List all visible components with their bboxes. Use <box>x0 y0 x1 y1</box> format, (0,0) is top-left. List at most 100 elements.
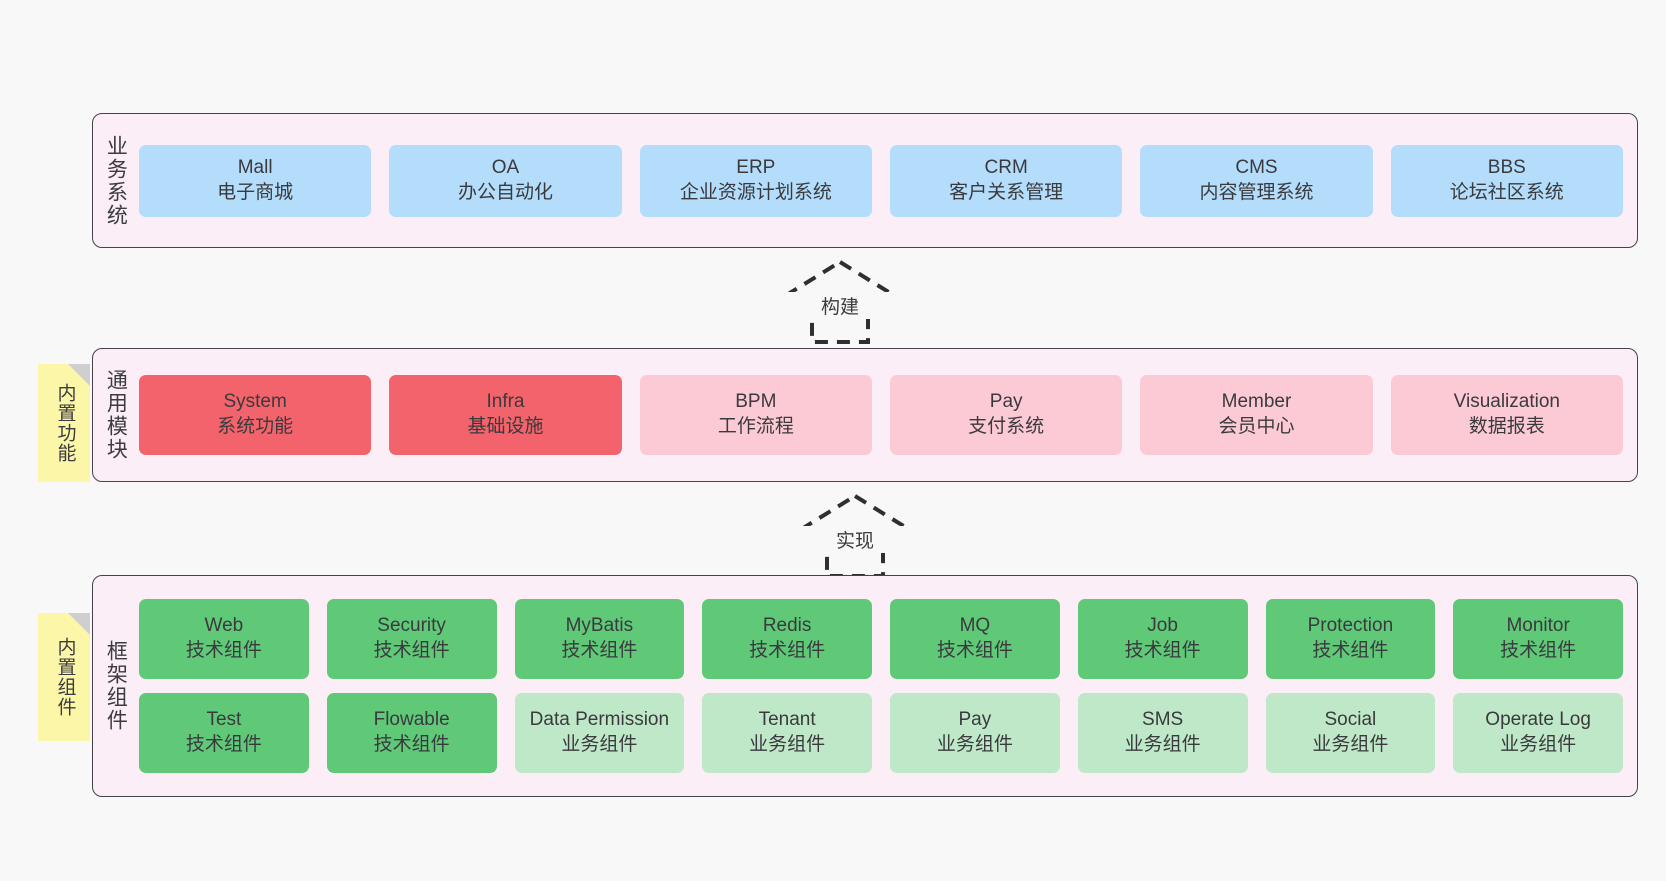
card-title: Flowable <box>373 709 450 731</box>
card-title: Member <box>1221 391 1292 413</box>
card-title: SMS <box>1142 709 1184 731</box>
card-oa[interactable]: OA 办公自动化 <box>389 144 622 217</box>
card-title: Security <box>377 615 446 637</box>
card-title: Visualization <box>1453 391 1560 413</box>
arrow-build-label: 构建 <box>760 292 920 319</box>
card-title: MyBatis <box>565 615 634 637</box>
card-title: CRM <box>984 156 1028 178</box>
card-title: OA <box>491 156 520 178</box>
card-subtitle: 业务组件 <box>561 734 638 755</box>
card-subtitle: 技术组件 <box>185 640 262 661</box>
card-mq[interactable]: MQ 技术组件 <box>890 599 1060 679</box>
sticky-label: 内置组件 <box>54 637 76 717</box>
card-subtitle: 工作流程 <box>717 416 794 437</box>
sticky-note-builtin-components: 内置组件 <box>38 613 90 741</box>
card-title: Web <box>204 615 244 637</box>
card-subtitle: 技术组件 <box>1500 640 1577 661</box>
card-visualization[interactable]: Visualization 数据报表 <box>1390 375 1623 455</box>
card-mall[interactable]: Mall 电子商城 <box>139 144 372 217</box>
card-job[interactable]: Job 技术组件 <box>1077 599 1248 679</box>
arrow-implement-label: 实现 <box>775 526 935 553</box>
arrow-outline-icon <box>764 259 916 344</box>
card-subtitle: 业务组件 <box>1500 734 1577 755</box>
card-subtitle: 内容管理系统 <box>1199 181 1314 203</box>
card-title: ERP <box>736 156 776 178</box>
folded-corner-icon <box>68 613 90 635</box>
card-flowable[interactable]: Flowable 技术组件 <box>326 693 497 773</box>
layer-business-systems: 业务系统 Mall 电子商城 OA 办公自动化 ERP 企业资源计划系统 CRM <box>92 113 1638 248</box>
card-subtitle: 业务组件 <box>936 734 1013 755</box>
card-title: Redis <box>762 615 812 637</box>
card-mybatis[interactable]: MyBatis 技术组件 <box>514 599 685 679</box>
layer-common-modules: 通用模块 System 系统功能 Infra 基础设施 BPM 工作流程 Pay <box>92 348 1638 482</box>
card-web[interactable]: Web 技术组件 <box>139 599 309 679</box>
card-data-permission[interactable]: Data Permission 业务组件 <box>514 693 685 773</box>
card-title: Infra <box>486 391 525 413</box>
card-subtitle: 技术组件 <box>936 640 1013 661</box>
card-subtitle: 数据报表 <box>1468 416 1545 437</box>
card-title: MQ <box>959 615 991 637</box>
card-bbs[interactable]: BBS 论坛社区系统 <box>1390 144 1623 217</box>
framework-business-row: Test 技术组件 Flowable 技术组件 Data Permission … <box>139 693 1623 773</box>
card-member[interactable]: Member 会员中心 <box>1140 375 1373 455</box>
card-redis[interactable]: Redis 技术组件 <box>702 599 872 679</box>
arrow-build: 构建 <box>760 256 920 346</box>
layer-body-modules: System 系统功能 Infra 基础设施 BPM 工作流程 Pay 支付系统… <box>137 349 1637 481</box>
layer-body-business: Mall 电子商城 OA 办公自动化 ERP 企业资源计划系统 CRM 客户关系… <box>137 114 1637 247</box>
modules-card-row: System 系统功能 Infra 基础设施 BPM 工作流程 Pay 支付系统… <box>139 375 1623 455</box>
card-test[interactable]: Test 技术组件 <box>139 693 309 773</box>
card-subtitle: 论坛社区系统 <box>1449 181 1564 203</box>
card-crm[interactable]: CRM 客户关系管理 <box>889 144 1123 217</box>
business-card-row: Mall 电子商城 OA 办公自动化 ERP 企业资源计划系统 CRM 客户关系… <box>139 144 1623 217</box>
card-monitor[interactable]: Monitor 技术组件 <box>1453 599 1623 679</box>
card-subtitle: 业务组件 <box>749 734 826 755</box>
card-subtitle: 技术组件 <box>749 640 826 661</box>
layer-title-framework: 框架组件 <box>104 640 128 732</box>
card-system[interactable]: System 系统功能 <box>139 375 372 455</box>
sticky-label: 内置功能 <box>54 383 76 463</box>
card-subtitle: 客户关系管理 <box>949 181 1064 203</box>
card-social[interactable]: Social 业务组件 <box>1265 693 1436 773</box>
card-title: Social <box>1324 709 1377 731</box>
card-subtitle: 系统功能 <box>217 416 294 437</box>
card-erp[interactable]: ERP 企业资源计划系统 <box>639 144 872 217</box>
sticky-note-builtin-features: 内置功能 <box>38 364 90 482</box>
card-subtitle: 技术组件 <box>185 734 262 755</box>
framework-tech-row: Web 技术组件 Security 技术组件 MyBatis 技术组件 Redi… <box>139 599 1623 679</box>
folded-corner-icon <box>68 364 90 386</box>
card-cms[interactable]: CMS 内容管理系统 <box>1140 144 1373 217</box>
card-title: Protection <box>1307 615 1394 637</box>
card-subtitle: 业务组件 <box>1312 734 1389 755</box>
card-infra[interactable]: Infra 基础设施 <box>389 375 622 455</box>
card-sms[interactable]: SMS 业务组件 <box>1077 693 1248 773</box>
arrow-implement: 实现 <box>775 490 935 580</box>
card-title: BPM <box>735 391 777 413</box>
layer-framework-components: 框架组件 Web 技术组件 Security 技术组件 MyBatis 技术组件… <box>92 575 1638 797</box>
card-title: CMS <box>1235 156 1278 178</box>
card-operate-log[interactable]: Operate Log 业务组件 <box>1453 693 1623 773</box>
card-subtitle: 业务组件 <box>1124 734 1201 755</box>
card-pay-component[interactable]: Pay 业务组件 <box>890 693 1060 773</box>
card-title: BBS <box>1487 156 1526 178</box>
card-subtitle: 电子商城 <box>217 181 294 203</box>
card-title: Operate Log <box>1485 709 1591 731</box>
card-title: Test <box>206 709 242 731</box>
card-title: Pay <box>958 709 992 731</box>
card-title: Tenant <box>758 709 816 731</box>
card-pay-module[interactable]: Pay 支付系统 <box>889 375 1123 455</box>
layer-title-business: 业务系统 <box>104 134 128 227</box>
card-security[interactable]: Security 技术组件 <box>326 599 497 679</box>
card-subtitle: 技术组件 <box>1124 640 1201 661</box>
layer-title-modules: 通用模块 <box>104 369 128 461</box>
card-tenant[interactable]: Tenant 业务组件 <box>702 693 872 773</box>
card-subtitle: 企业资源计划系统 <box>679 181 832 203</box>
card-subtitle: 技术组件 <box>373 734 450 755</box>
card-bpm[interactable]: BPM 工作流程 <box>639 375 872 455</box>
card-title: System <box>223 391 287 413</box>
card-subtitle: 技术组件 <box>561 640 638 661</box>
card-subtitle: 办公自动化 <box>457 181 553 203</box>
card-subtitle: 技术组件 <box>373 640 450 661</box>
card-title: Job <box>1147 615 1178 637</box>
card-protection[interactable]: Protection 技术组件 <box>1265 599 1436 679</box>
